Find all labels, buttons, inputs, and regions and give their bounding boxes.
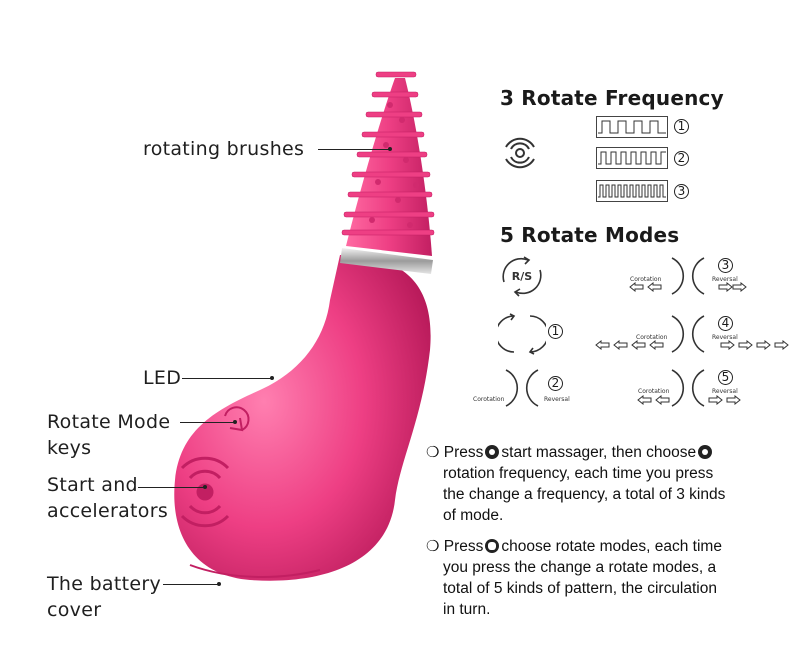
- instruction-text: you press the change a rotate modes, a: [443, 559, 717, 576]
- label-line: Start and: [47, 474, 138, 496]
- product-illustration: [174, 71, 435, 581]
- frequency-title: 3 Rotate Frequency: [500, 86, 724, 110]
- battery-cover-seam: [189, 564, 321, 578]
- instruction-text: Press: [443, 538, 484, 555]
- mode2-icon: [505, 369, 539, 407]
- mode-key-graphic: [224, 406, 250, 432]
- instruction-text: total of 5 kinds of pattern, the circula…: [443, 580, 717, 597]
- mode2-corotation: Corotation: [473, 396, 505, 403]
- modes-title: 5 Rotate Modes: [500, 223, 680, 247]
- label-line: Rotate Mode: [47, 411, 171, 433]
- mode-number: 5: [718, 370, 733, 385]
- mode3-icon: [671, 257, 705, 295]
- frequency-icon: [505, 137, 535, 169]
- brush-cone: [346, 78, 432, 256]
- mode4-arrows: [595, 340, 789, 350]
- label-led: LED: [143, 367, 182, 389]
- start-key-graphic: [180, 456, 230, 528]
- frequency-number: 1: [674, 119, 689, 134]
- instruction-text: start massager, then choose: [501, 444, 697, 461]
- mode4-corotation: Corotation: [636, 334, 668, 341]
- brush-spikes: [341, 71, 435, 236]
- bullet-icon: ❍: [426, 538, 440, 555]
- instruction-text: rotation frequency, each time you press: [443, 465, 714, 482]
- mode5-reversal: Reversal: [712, 388, 738, 395]
- bullet-icon: ❍: [426, 444, 440, 461]
- mode5-icon: [671, 369, 705, 407]
- mode2-reversal: Reversal: [544, 396, 570, 403]
- frequency-number: 3: [674, 184, 689, 199]
- leader-rotate-mode: [180, 422, 235, 423]
- leader-dot: [203, 485, 207, 489]
- mode-number: 3: [718, 258, 733, 273]
- leader-battery: [163, 584, 219, 585]
- leader-rotating-brushes: [318, 149, 390, 150]
- instruction-frequency: ❍ Press start massager, then choose rotat…: [426, 442, 796, 526]
- leader-dot: [233, 420, 237, 424]
- leader-dot: [217, 582, 221, 586]
- instruction-text: of mode.: [443, 507, 504, 524]
- leader-dot: [270, 376, 274, 380]
- mode3-arrows: [629, 282, 747, 292]
- rs-icon: R/S: [502, 256, 542, 297]
- mode-number: 1: [548, 324, 563, 339]
- rs-text: R/S: [512, 270, 532, 283]
- mode-number: 4: [718, 316, 733, 331]
- instruction-modes: ❍ Press choose rotate modes, each time yo…: [426, 536, 796, 620]
- instruction-text: in turn.: [443, 601, 491, 618]
- label-line: keys: [47, 437, 92, 459]
- label-line: accelerators: [47, 500, 169, 522]
- instruction-text: the change a frequency, a total of 3 kin…: [443, 486, 726, 503]
- mode4-icon: [671, 315, 705, 353]
- instruction-text: choose rotate modes, each time: [501, 538, 722, 555]
- leader-led: [182, 378, 272, 379]
- label-rotating-brushes: rotating brushes: [143, 138, 305, 160]
- mode5-arrows: [637, 395, 741, 405]
- frequency-wave-3: [596, 180, 668, 202]
- mode4-reversal: Reversal: [712, 334, 738, 341]
- mode-button-icon: [485, 539, 500, 553]
- instruction-text: Press: [443, 444, 484, 461]
- silver-ring: [340, 248, 433, 274]
- label-rotate-mode-keys: Rotate Mode keys: [47, 409, 170, 461]
- frequency-wave-2: [596, 147, 668, 169]
- mode5-corotation: Corotation: [638, 388, 670, 395]
- frequency-wave-1: [596, 116, 668, 138]
- start-button-icon: [698, 445, 713, 459]
- label-start-accelerators: Start and accelerators: [47, 472, 168, 524]
- frequency-number: 2: [674, 151, 689, 166]
- mode1-icon: [498, 313, 546, 355]
- start-button-icon: [485, 445, 500, 459]
- leader-start: [138, 487, 205, 488]
- label-line: The battery: [47, 573, 162, 595]
- mode3-corotation: Corotation: [630, 276, 662, 283]
- brush-nubs: [369, 102, 419, 228]
- label-battery-cover: The battery cover: [47, 571, 161, 623]
- label-line: cover: [47, 599, 102, 621]
- leader-dot: [388, 147, 392, 151]
- mode3-reversal: Reversal: [712, 276, 738, 283]
- device-body: [174, 255, 431, 581]
- mode-number: 2: [548, 376, 563, 391]
